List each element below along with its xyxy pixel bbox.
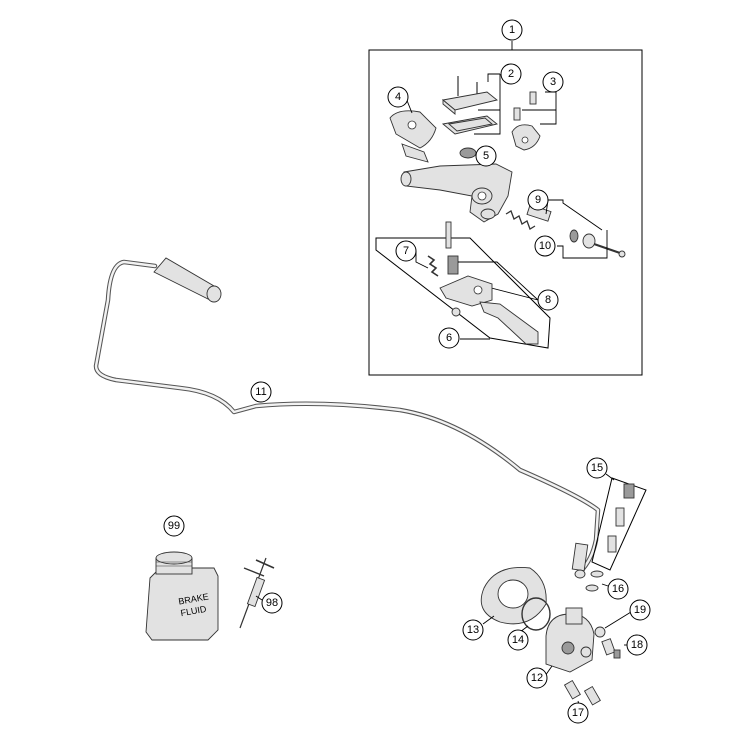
hydraulic-hose-part [93,257,601,579]
svg-text:19: 19 [634,604,646,616]
callout-14[interactable]: 14 [507,629,529,651]
leader-13 [482,615,495,625]
bleed-bolt-part [601,638,621,659]
callout-10[interactable]: 10 [534,235,556,257]
leader-98 [255,595,263,601]
svg-text:1: 1 [509,24,515,36]
bushing-part [447,255,459,275]
clutch-lever-part [439,275,539,345]
callout-19[interactable]: 19 [629,599,651,621]
callout-15[interactable]: 15 [586,457,608,479]
leader-7 [415,251,429,269]
slave-cylinder-part [545,607,595,673]
clamp-bolts-part [511,91,541,151]
leader-19 [604,611,632,629]
callout-5[interactable]: 5 [475,145,497,167]
svg-text:3: 3 [550,76,556,88]
callout-4[interactable]: 4 [387,86,409,108]
washer-part [594,626,606,638]
callout-8[interactable]: 8 [537,289,559,311]
o-ring-part [521,597,551,631]
master-cylinder-body [400,163,513,223]
lever-group-frame [375,237,551,349]
master-cylinder-group-frame [368,49,643,376]
callout-17[interactable]: 17 [567,702,589,724]
diaphragm-part [459,147,477,159]
svg-text:10: 10 [539,240,551,252]
svg-text:4: 4 [395,91,401,103]
leader-2 [474,73,501,135]
brake-fluid-bottle: BRAKE FLUID [145,551,219,641]
bleed-kit-frame [591,477,647,571]
reservoir-cover-part [441,76,499,135]
leader-15 [605,473,615,481]
callout-12[interactable]: 12 [526,667,548,689]
svg-text:16: 16 [612,583,624,595]
callout-3[interactable]: 3 [542,71,564,93]
callout-7[interactable]: 7 [395,240,417,262]
svg-text:15: 15 [591,462,603,474]
pivot-bolt-part [445,221,452,249]
callout-11[interactable]: 11 [250,381,272,403]
callout-9[interactable]: 9 [527,189,549,211]
leader-10 [557,230,608,259]
svg-text:98: 98 [266,597,278,609]
svg-text:14: 14 [512,634,524,646]
leader-9 [545,199,603,231]
cover-bracket-part [389,110,437,163]
syringe-tool [239,557,275,629]
leader-3 [522,91,557,125]
mounting-screws-part [563,679,601,706]
callout-98[interactable]: 98 [261,592,283,614]
callout-99[interactable]: 99 [163,515,185,537]
svg-text:18: 18 [631,639,643,651]
bleed-screw-part [607,483,635,553]
callout-6[interactable]: 6 [438,327,460,349]
svg-text:2: 2 [508,68,514,80]
seal-ring-lower [585,584,599,592]
lever-spring-part [427,255,439,277]
leader-16 [601,583,609,587]
svg-text:13: 13 [467,624,479,636]
svg-text:17: 17 [572,707,584,719]
svg-text:8: 8 [545,294,551,306]
callout-1[interactable]: 1 [501,19,523,41]
svg-text:6: 6 [446,332,452,344]
callout-18[interactable]: 18 [626,634,648,656]
seal-pushrod-part [569,229,626,258]
svg-text:5: 5 [483,150,489,162]
bottle-label-line2: FLUID [180,604,208,618]
callout-16[interactable]: 16 [607,578,629,600]
svg-text:7: 7 [403,245,409,257]
seal-ring-upper [590,570,604,578]
svg-text:99: 99 [168,520,180,532]
callout-13[interactable]: 13 [462,619,484,641]
svg-text:12: 12 [531,672,543,684]
svg-text:11: 11 [255,386,266,398]
callout-2[interactable]: 2 [500,63,522,85]
svg-text:9: 9 [535,194,541,206]
piston-kit-part [505,204,552,230]
